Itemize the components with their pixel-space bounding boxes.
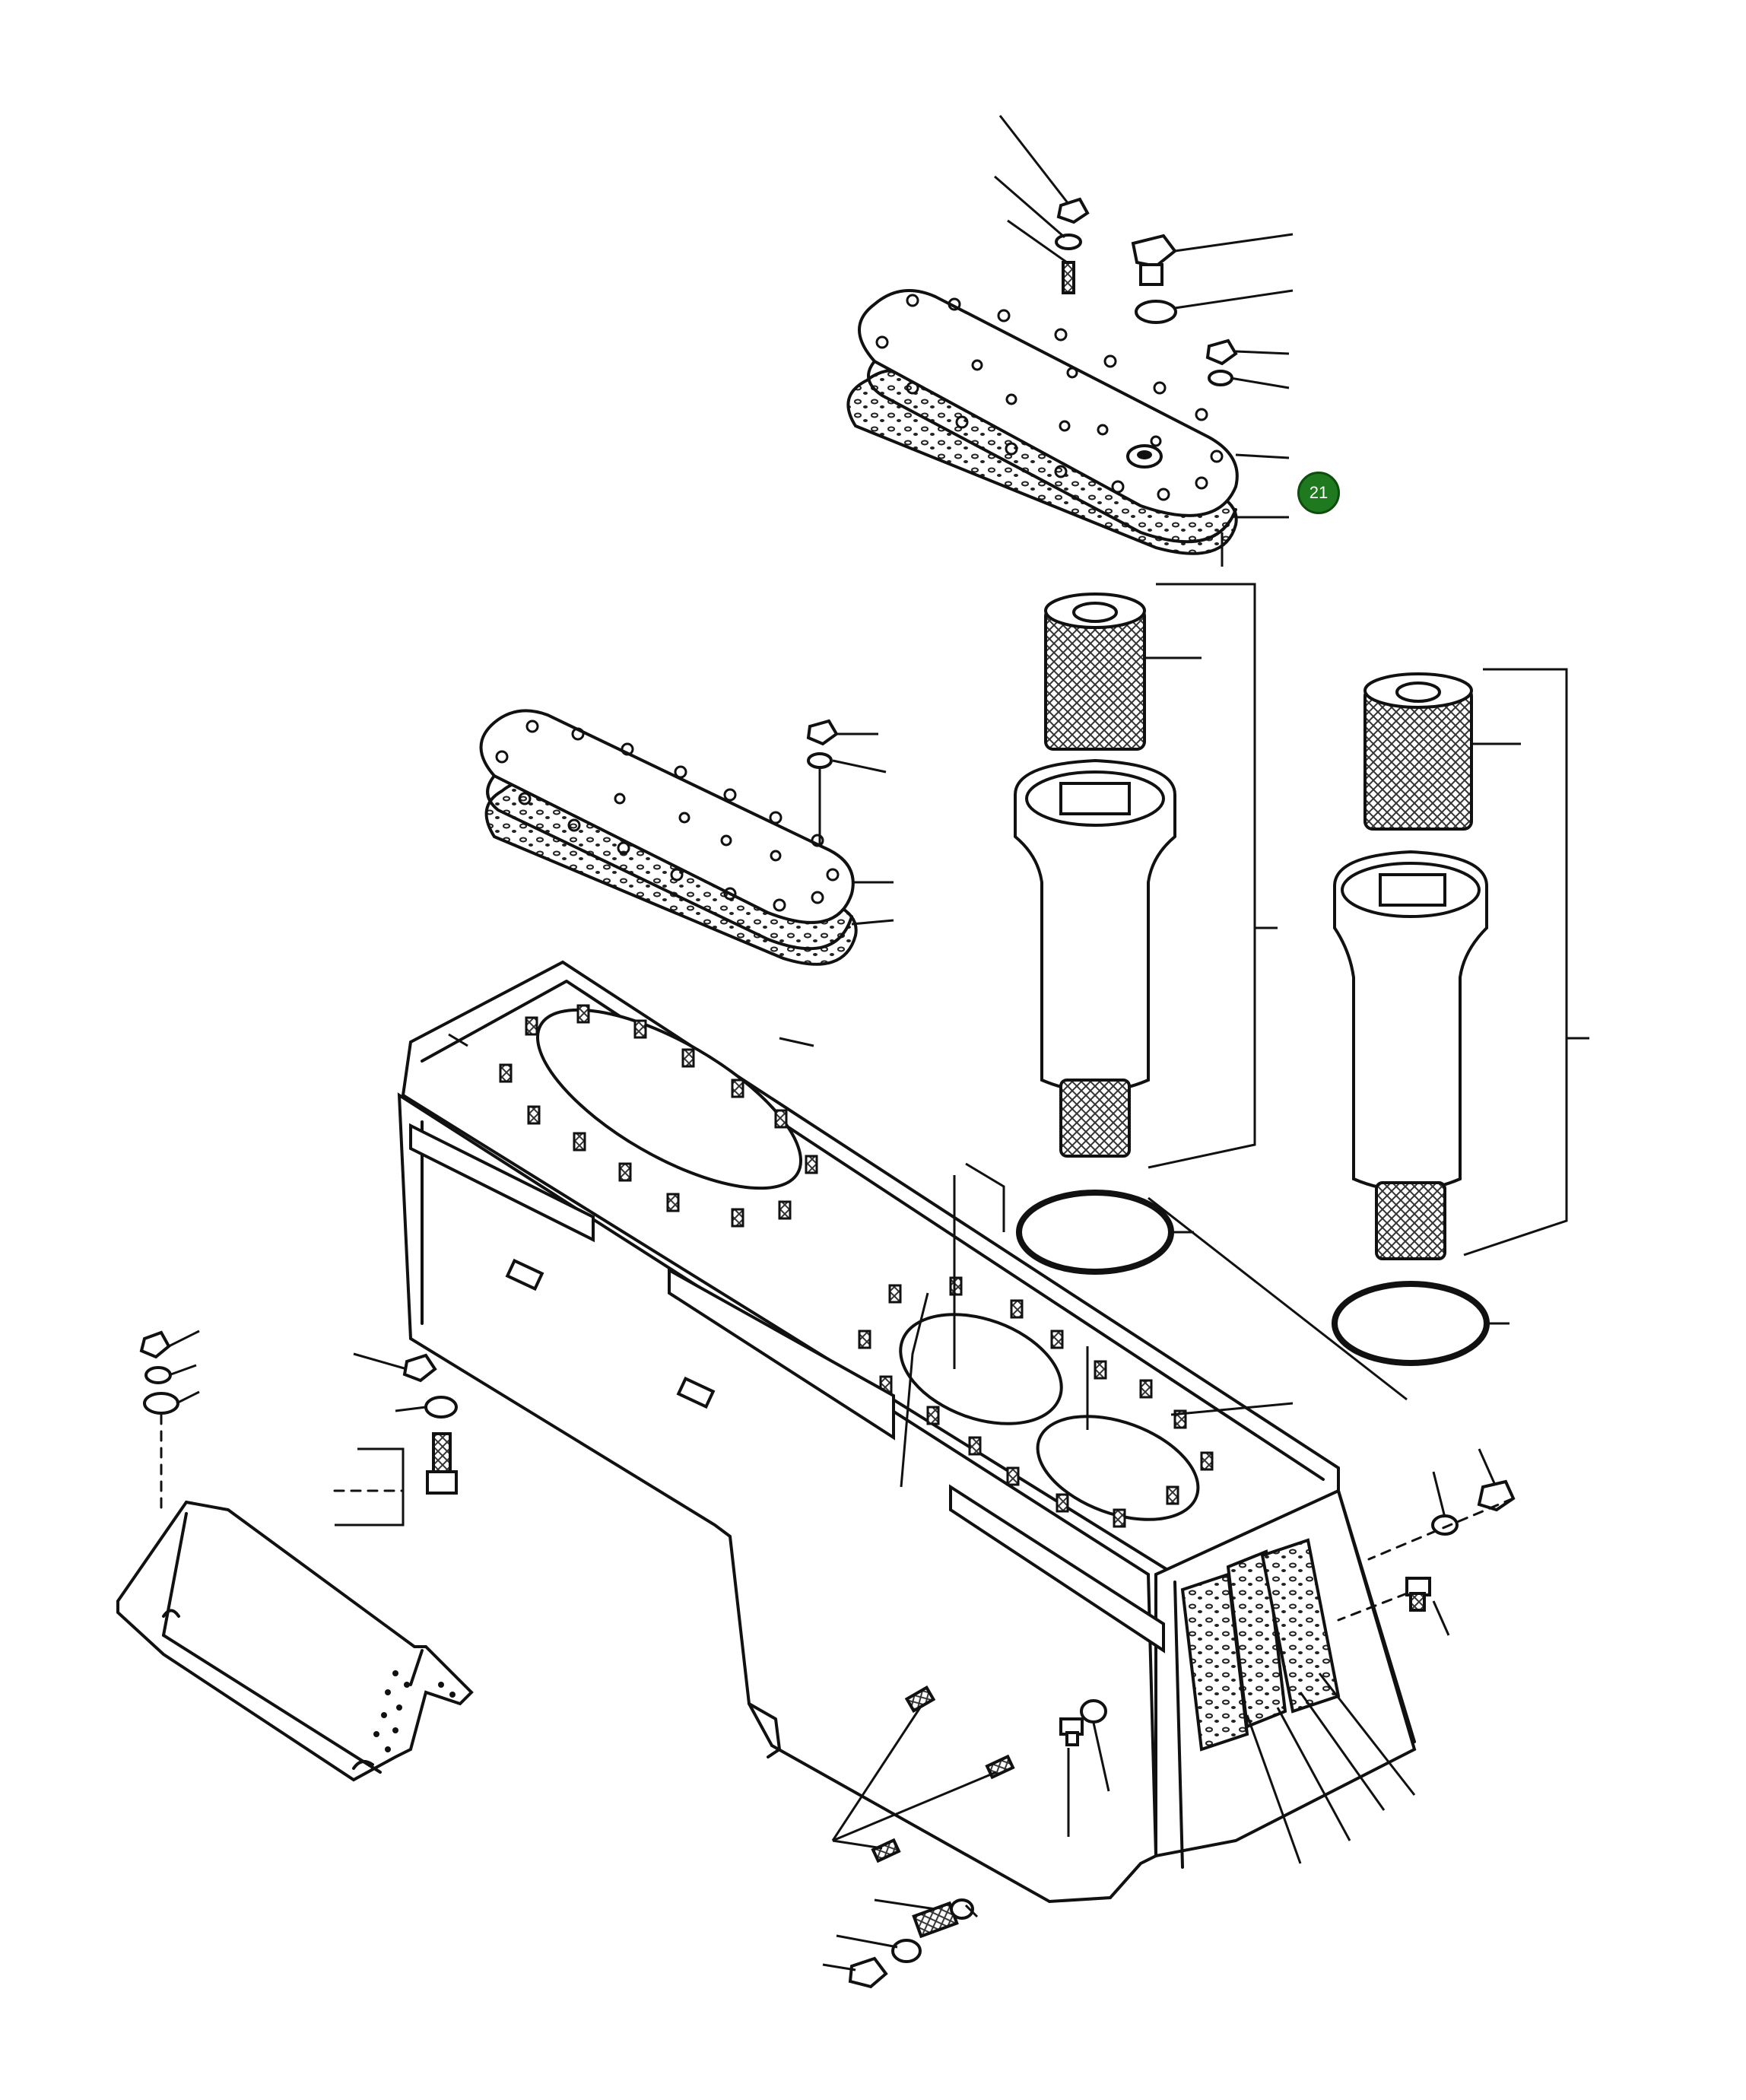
plate-nut-icon <box>1205 338 1238 366</box>
upper-plate-holes <box>875 294 1224 501</box>
filter-element-left <box>1044 607 1146 751</box>
guard-bracket <box>116 1500 474 1782</box>
filter-strainer-left <box>1059 1079 1131 1158</box>
o-ring-left <box>1016 1190 1174 1275</box>
front-screw-2-icon <box>985 1754 1015 1780</box>
top-washer-icon <box>1055 234 1082 250</box>
left-nut-icon <box>402 1353 437 1383</box>
top-nut-icon <box>1056 197 1090 224</box>
side-bolt-icon <box>1405 1577 1431 1612</box>
left-plate-holes <box>495 720 840 912</box>
breather-washer-icon <box>1135 300 1177 324</box>
end-plate-1 <box>1180 1572 1249 1752</box>
tank-opening-left <box>536 1008 802 1190</box>
tank-opening-filter-2 <box>1036 1415 1200 1521</box>
plate-washer-icon <box>1208 370 1233 386</box>
filter-housing-left <box>1014 758 1176 1093</box>
filter-strainer-right <box>1375 1181 1446 1260</box>
pipe-clip-icon <box>748 1702 781 1758</box>
filter-assembly-left <box>1014 583 1278 1275</box>
front-screw-1-icon <box>904 1685 936 1714</box>
breather-plug-icon <box>1131 234 1177 286</box>
left-plate-washer-icon <box>807 752 833 769</box>
o-ring-right <box>1332 1281 1490 1366</box>
filter-housing-right <box>1333 850 1488 1192</box>
guard-nut-icon <box>139 1330 171 1359</box>
tank-opening-filter-1 <box>899 1313 1063 1425</box>
drain-valve-assembly <box>822 1898 979 1989</box>
left-washer-icon <box>424 1396 458 1419</box>
level-gauge-washer-icon <box>1080 1699 1107 1724</box>
left-plate-nut-icon <box>806 719 839 746</box>
right-side-fasteners <box>1337 1448 1516 1636</box>
level-gauge-plug-icon <box>1059 1717 1084 1746</box>
front-screw-3-icon <box>871 1838 901 1863</box>
left-side-hardware <box>139 1330 458 1527</box>
top-stud-icon <box>1062 261 1075 294</box>
callout-21-badge[interactable]: 21 <box>1297 472 1340 514</box>
guard-lock-washer-icon <box>144 1366 172 1384</box>
left-bolt-icon <box>426 1432 458 1495</box>
left-cover-plate <box>479 709 855 924</box>
upper-cover-plate-group <box>846 115 1294 567</box>
left-cover-plate-group <box>479 709 894 966</box>
tank-body <box>397 960 1417 1904</box>
front-fasteners <box>748 1685 1110 1989</box>
guard-washer-icon <box>143 1392 179 1415</box>
filter-assembly-right <box>1332 668 1589 1366</box>
filter-element-right <box>1363 687 1473 831</box>
